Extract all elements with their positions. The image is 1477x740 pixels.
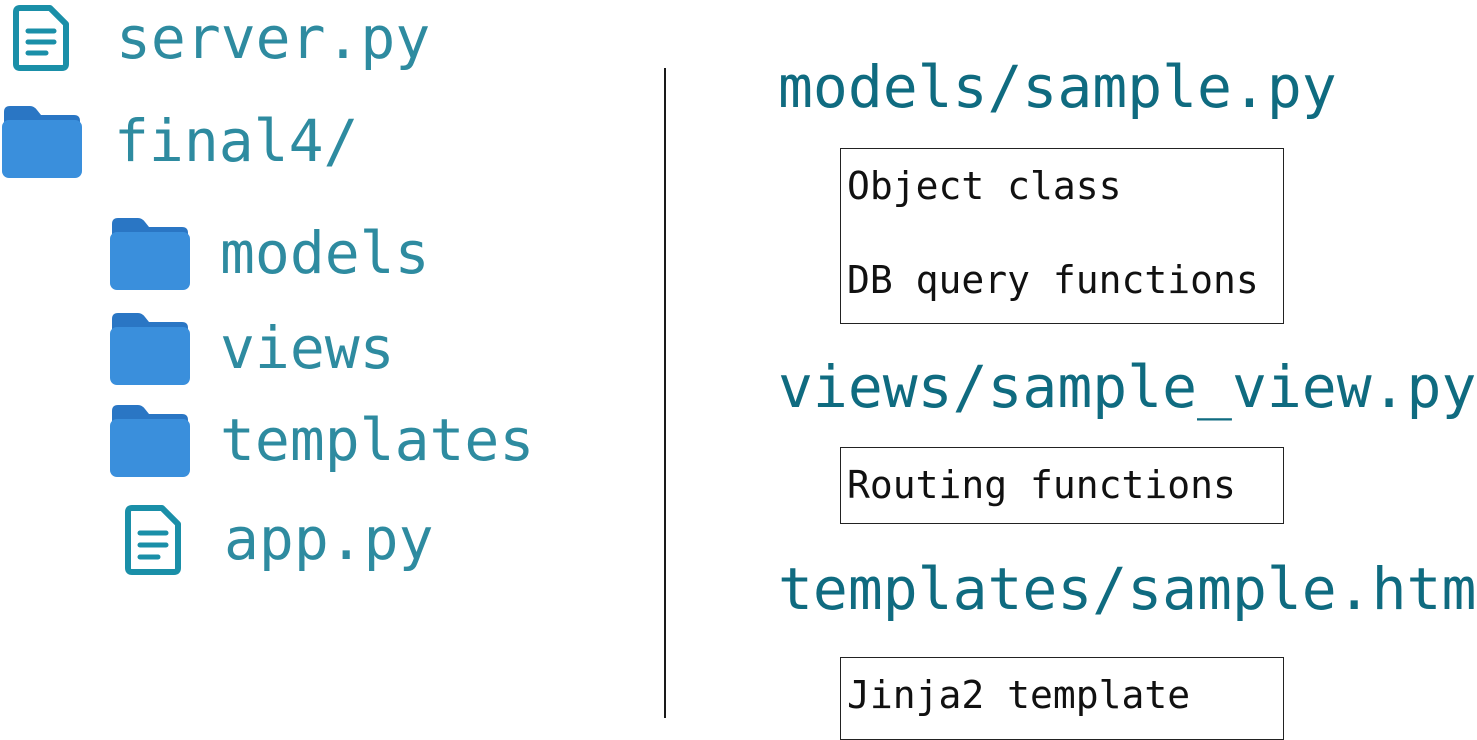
views-description-box: Routing functions [840,447,1284,524]
folder-icon [108,403,190,477]
tree-item-app-file[interactable]: app.py [122,502,434,576]
description-line: Jinja2 template [847,673,1191,717]
vertical-divider [664,68,666,718]
folder-icon [108,311,190,385]
folder-name: views [220,314,395,382]
models-file-path: models/sample.py [778,53,1337,121]
folder-icon [108,216,190,290]
description-line: Routing functions [847,463,1236,507]
file-name: server.py [116,4,431,72]
tree-item-templates-folder[interactable]: templates [108,403,534,477]
tree-item-models-folder[interactable]: models [108,216,430,290]
tree-item-server-file[interactable]: server.py [10,4,430,72]
description-line: Object class [847,164,1122,208]
models-description-box: Object class DB query functions [840,148,1284,324]
folder-name: models [220,219,430,287]
tree-item-views-folder[interactable]: views [108,311,395,385]
templates-file-path: templates/sample.html [778,555,1477,623]
file-name: app.py [224,505,434,573]
templates-description-box: Jinja2 template [840,657,1284,740]
folder-name: final4/ [114,107,359,175]
file-icon [122,502,184,576]
folder-icon [0,104,82,178]
views-file-path: views/sample_view.py [778,353,1477,421]
tree-item-root-folder[interactable]: final4/ [0,104,358,178]
description-line: DB query functions [847,258,1259,302]
folder-name: templates [220,406,535,474]
file-icon [10,4,72,72]
